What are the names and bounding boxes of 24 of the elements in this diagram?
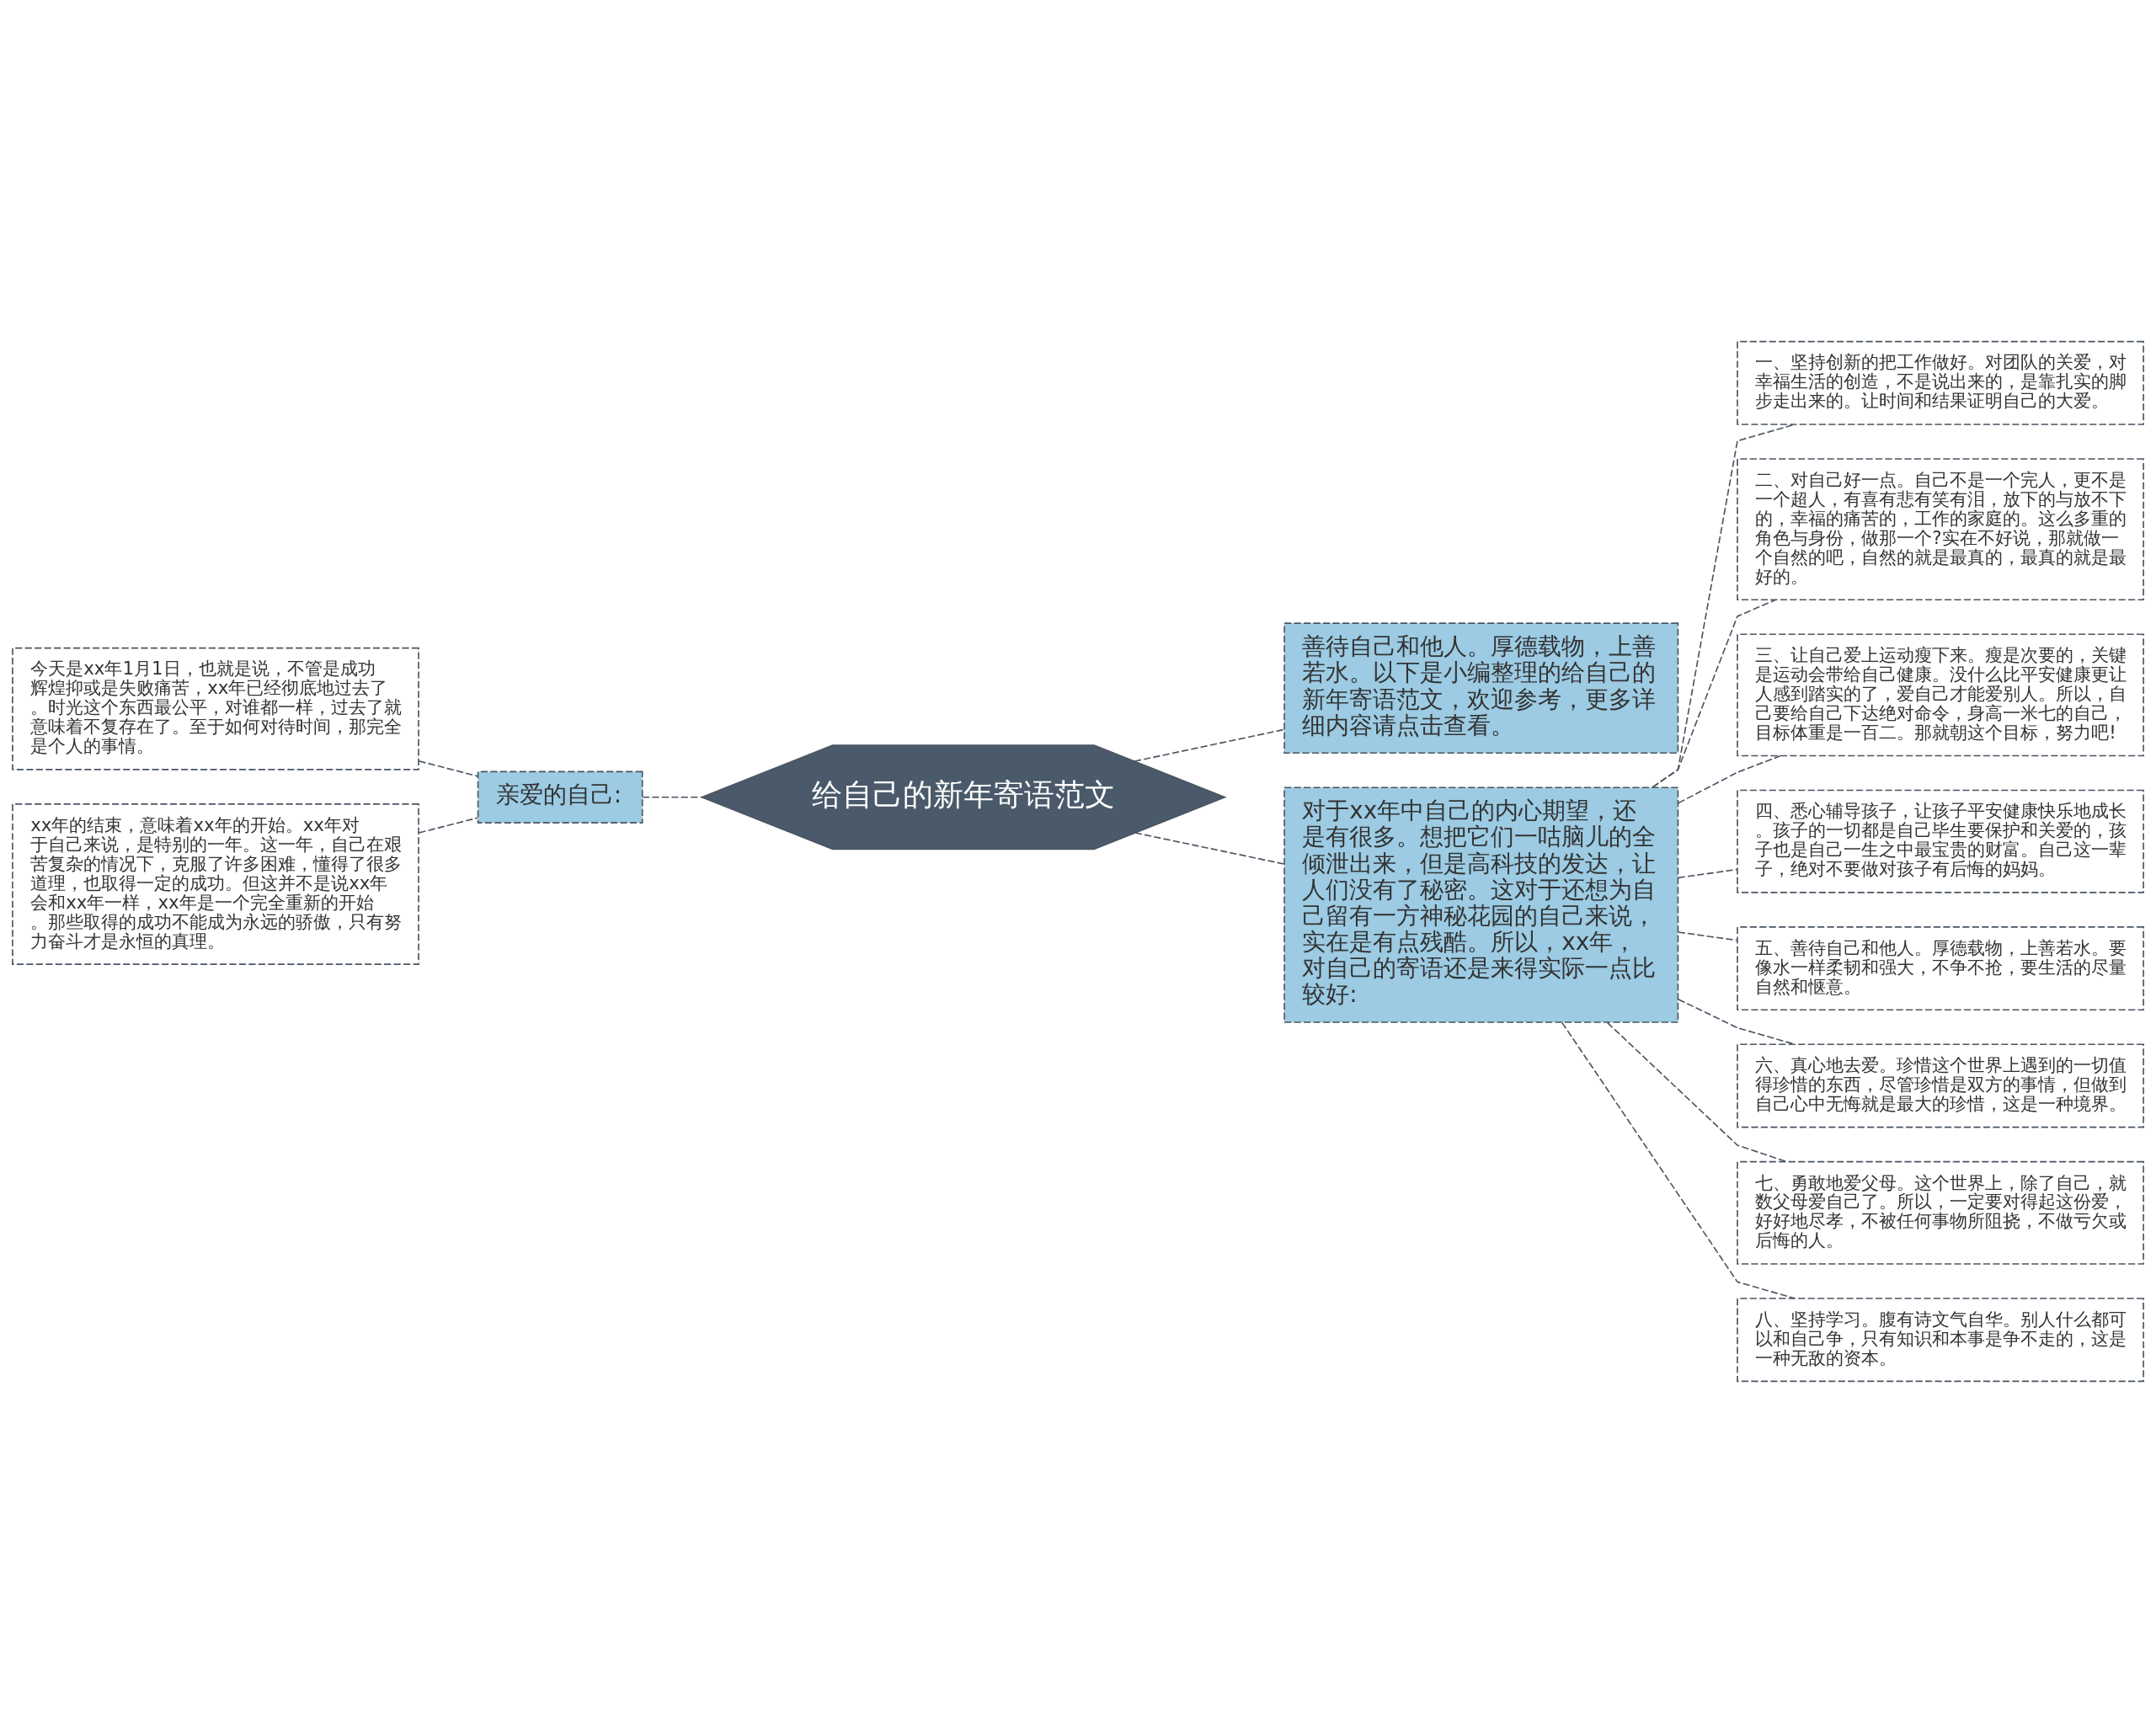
connector bbox=[1561, 1021, 1796, 1299]
connector bbox=[418, 760, 478, 777]
connector bbox=[1134, 728, 1285, 762]
node-box: 三、让自己爱上运动瘦下来。瘦是次要的，关键是运动会带给自己健康。没什么比平安健康更让人感到踏实的了，爱自己才能爱别人。所以，自己要给自己下达绝对命令，身高一米七的自己，目标体重是一百二。那就朝这个目标，努力吧! bbox=[1737, 632, 2144, 756]
connector bbox=[1652, 423, 1796, 788]
node-box: 二、对自己好一点。自己不是一个完人，更不是一个超人，有喜有悲有笑有泪，放下的与放不下的，幸福的痛苦的，工作的家庭的。这么多重的角色与身份，做那一个?实在不好说，那就做一个自然的吧，自然的就是最真的，最真的就是最好的。 bbox=[1737, 457, 2144, 600]
connector bbox=[1677, 868, 1738, 878]
node-box: 四、悉心辅导孩子，让孩子平安健康快乐地成长。孩子的一切都是自己毕生要保护和关爱的，孩子也是自己一生之中最宝贵的财富。自己这一辈子，绝对不要做对孩子有后悔的妈妈。 bbox=[1737, 789, 2144, 893]
node-box: 今天是xx年1月1日，也就是说，不管是成功辉煌抑或是失败痛苦，xx年已经彻底地过去了。时光这个东西最公平，对谁都一样，过去了就意味着不复存在了。至于如何对待时间，那完全是个人的事情。 bbox=[12, 647, 419, 770]
node-box: 六、真心地去爱。珍惜这个世界上遇到的一切值得珍惜的东西，尽管珍惜是双方的事情，但做到自己心中无悔就是最大的珍惜，这是一种境界。 bbox=[1737, 1042, 2144, 1128]
node-box: 对于xx年中自己的内心期望，还是有很多。想把它们一咕脑儿的全倾泄出来，但是高科技的发达，让人们没有了秘密。这对于还想为自己留有一方神秘花园的自己来说，实在是有点残酷。所以，xx年，对自己的寄语还是来得实际一点比较好: bbox=[1283, 786, 1679, 1023]
connector bbox=[642, 796, 703, 798]
connector bbox=[1677, 754, 1781, 804]
node-box: 五、善待自己和他人。厚德载物，上善若水。要像水一样柔韧和强大，不争不抢，要生活的尽量自然和惬意。 bbox=[1737, 925, 2144, 1010]
node-box: 八、坚持学习。腹有诗文气自华。别人什么都可以和自己争，只有知识和本事是争不走的，这是一种无敌的资本。 bbox=[1737, 1297, 2144, 1382]
connector bbox=[1134, 831, 1285, 865]
node-box: 一、坚持创新的把工作做好。对团队的关爱，对幸福生活的创造，不是说出来的，是靠扎实的脚步走出来的。让时间和结果证明自己的大爱。 bbox=[1737, 340, 2144, 425]
node-box: 亲爱的自己: bbox=[477, 770, 643, 824]
connector bbox=[1606, 1021, 1788, 1162]
node-box: 七、勇敢地爱父母。这个世界上，除了自己，就数父母爱自己了。所以，一定要对得起这份爱，好好地尽孝，不被任何事物所阻挠，不做亏欠或后悔的人。 bbox=[1737, 1160, 2144, 1265]
node-box: 善待自己和他人。厚德载物，上善若水。以下是小编整理的给自己的新年寄语范文，欢迎参考，更多详细内容请点击查看。 bbox=[1283, 621, 1679, 754]
connector bbox=[418, 816, 478, 834]
connector bbox=[1677, 930, 1738, 941]
node-box: xx年的结束，意味着xx年的开始。xx年对于自己来说，是特别的一年。这一年，自己在艰苦复杂的情况下，克服了许多困难，懂得了很多道理，也取得一定的成功。但这并不是说xx年会和xx年一样，xx年是一个完全重新的开始。那些取得的成功不能成为永远的骄傲，只有努力奋斗才是永恒的真理。 bbox=[12, 802, 419, 965]
